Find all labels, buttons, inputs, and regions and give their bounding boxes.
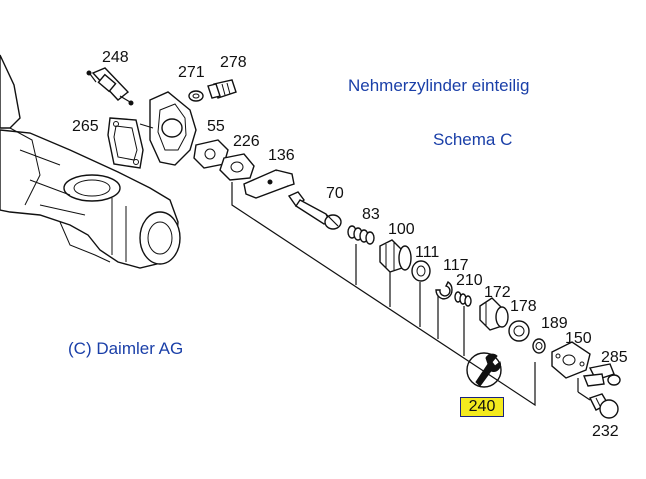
label-part-150: 150 — [565, 330, 592, 347]
label-part-226: 226 — [233, 133, 260, 150]
scheme-label: Schema C — [433, 130, 513, 149]
label-part-271: 271 — [178, 64, 205, 81]
part-100-piston — [379, 239, 412, 273]
part-83-spring — [347, 225, 375, 245]
part-271-washer — [188, 90, 204, 102]
label-part-117: 117 — [443, 257, 469, 274]
part-117-circlip — [435, 280, 453, 300]
label-part-232: 232 — [592, 423, 619, 440]
part-265-gasket — [107, 117, 144, 169]
assembly-lines — [231, 182, 591, 407]
label-part-210: 210 — [456, 272, 483, 289]
label-part-55: 55 — [207, 118, 225, 135]
label-part-70: 70 — [326, 185, 344, 202]
part-70-pushrod — [287, 191, 342, 230]
part-55-housing — [139, 91, 229, 169]
copyright-notice: (C) Daimler AG — [68, 339, 184, 358]
part-111-seal — [411, 260, 431, 282]
label-part-111: 111 — [415, 244, 440, 261]
label-part-178: 178 — [510, 298, 537, 315]
label-part-248: 248 — [102, 49, 129, 66]
label-part-83: 83 — [362, 206, 380, 223]
part-150-flange — [551, 341, 591, 379]
part-178-seal — [508, 320, 530, 342]
part-189-oring — [532, 338, 546, 354]
diagram-title: Nehmerzylinder einteilig — [348, 76, 530, 95]
part-136-clevis — [243, 169, 295, 199]
label-part-285: 285 — [601, 349, 628, 366]
part-210-spring — [454, 291, 472, 307]
label-part-265: 265 — [72, 118, 99, 135]
label-part-136: 136 — [268, 147, 295, 164]
label-part-240-highlighted[interactable]: 240 — [460, 397, 504, 417]
part-226-gasket — [219, 153, 255, 181]
part-248-switch — [86, 67, 134, 106]
part-285-screws — [583, 363, 621, 387]
label-part-100: 100 — [388, 221, 415, 238]
label-part-278: 278 — [220, 54, 247, 71]
part-232-bleed-screw — [589, 393, 619, 419]
transmission-housing — [0, 54, 181, 269]
part-172-piston — [479, 297, 509, 331]
part-278-bolt — [207, 79, 237, 99]
label-part-172: 172 — [484, 284, 511, 301]
wrench-icon — [466, 352, 502, 388]
label-part-189: 189 — [541, 315, 568, 332]
